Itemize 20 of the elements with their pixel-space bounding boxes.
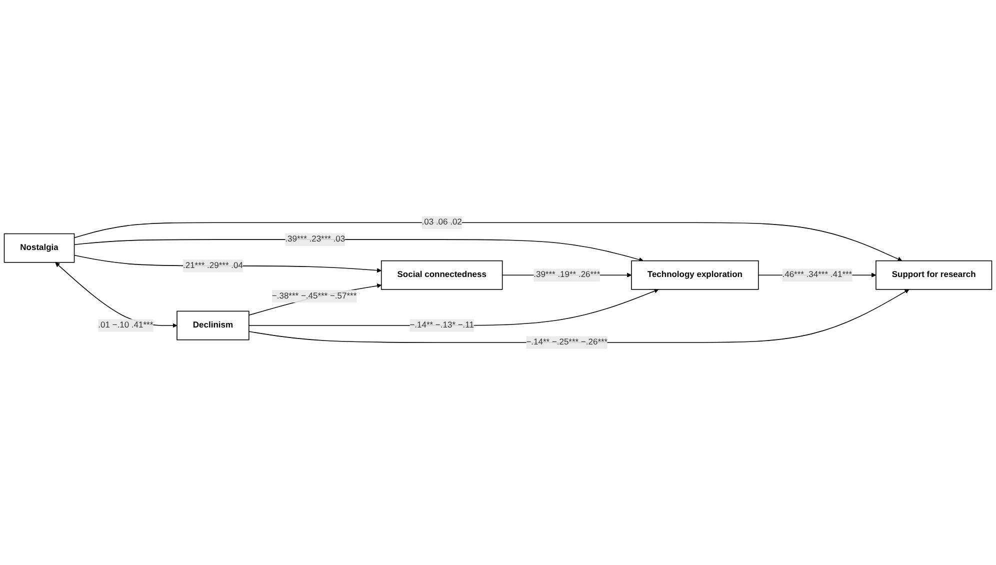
edge-label: −.14** −.25*** −.26*** [526, 338, 608, 347]
edge-label: −.38*** −.45*** −.57*** [272, 292, 357, 301]
edge-label: .39*** .23*** .03 [285, 234, 346, 244]
edge-label: .03 .06 .02 [422, 218, 462, 227]
node-box: Nostalgia [4, 233, 75, 263]
edge-label: −.14** −.13* −.11 [410, 320, 474, 330]
node-box: Declinism [176, 310, 250, 340]
arrow [248, 283, 382, 316]
edge-label: .21*** .29*** .04 [182, 261, 243, 270]
arrow [74, 254, 382, 273]
arrow [248, 289, 910, 343]
edge-label: .01 −.10 .41*** [98, 320, 154, 330]
node-box: Support for research [876, 260, 992, 290]
arrow [248, 288, 659, 326]
edge-label: .46*** .34*** .41*** [782, 270, 852, 280]
edge-label: .39*** .19** .26*** [534, 270, 600, 280]
arrow [74, 222, 902, 262]
arrow [74, 239, 644, 262]
node-box: Social connectedness [380, 260, 503, 290]
node-box: Technology exploration [631, 260, 759, 290]
